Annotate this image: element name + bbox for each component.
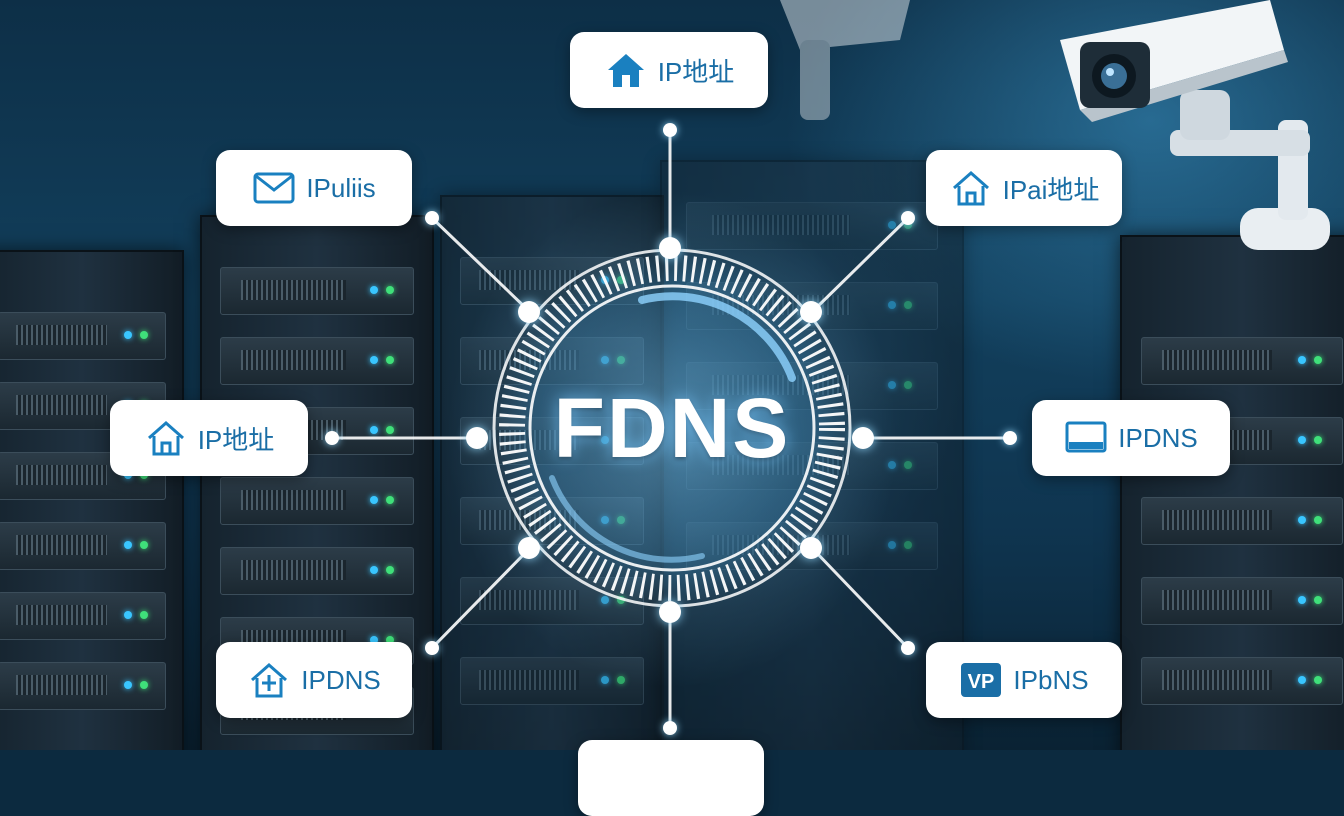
hub-node-top: [659, 237, 681, 259]
fdns-hub-ring: [492, 248, 852, 608]
hub-node-right: [852, 427, 874, 449]
label-right-text: IPDNS: [1118, 422, 1198, 453]
blurred-camera-icon: [780, 0, 910, 120]
hub-node-lower-right: [800, 537, 822, 559]
endpoint-dot-upper-right: [901, 211, 915, 225]
label-lower-left[interactable]: IPDNS: [216, 642, 412, 718]
endpoint-dot-lower-left: [425, 641, 439, 655]
label-bottom-partial[interactable]: [578, 740, 764, 816]
label-upper-left-text: IPuliis: [306, 172, 376, 203]
vp-badge-icon: VP: [959, 660, 1003, 700]
endpoint-dot-bottom: [663, 721, 677, 735]
label-lower-right[interactable]: VP IPbNS: [926, 642, 1122, 718]
label-upper-right-text: IPai地址: [1002, 174, 1100, 205]
server-rack-far-left: [0, 250, 184, 750]
endpoint-dot-right: [1003, 431, 1017, 445]
hub-node-upper-left: [518, 301, 540, 323]
label-top-text: IP地址: [657, 56, 735, 87]
endpoint-dot-upper-left: [425, 211, 439, 225]
mail-icon: [252, 168, 296, 208]
house-icon: [949, 168, 993, 208]
hub-node-lower-left: [518, 537, 540, 559]
label-upper-left[interactable]: IPuliis: [216, 150, 412, 226]
label-left-text: IP地址: [197, 424, 275, 455]
endpoint-dot-lower-right: [901, 641, 915, 655]
vp-badge-text: VP: [968, 671, 995, 693]
label-left[interactable]: IP地址: [110, 400, 308, 476]
endpoint-dot-top: [663, 123, 677, 137]
server-rack-right: [1120, 235, 1344, 750]
hub-node-bottom: [659, 601, 681, 623]
connection-lines: [332, 130, 1010, 728]
hub-title: FDNS: [553, 381, 791, 475]
hub-node-upper-right: [800, 301, 822, 323]
monitor-icon: [1064, 418, 1108, 458]
security-camera-icon: [1060, 0, 1330, 250]
house-icon: [144, 418, 188, 458]
label-upper-right[interactable]: IPai地址: [926, 150, 1122, 226]
endpoint-dot-left: [325, 431, 339, 445]
label-top[interactable]: IP地址: [570, 32, 768, 108]
house-icon: [604, 50, 648, 90]
label-lower-right-text: IPbNS: [1013, 664, 1089, 695]
upload-house-icon: [247, 660, 291, 700]
label-lower-left-text: IPDNS: [301, 664, 381, 695]
hub-node-left: [466, 427, 488, 449]
label-right[interactable]: IPDNS: [1032, 400, 1230, 476]
